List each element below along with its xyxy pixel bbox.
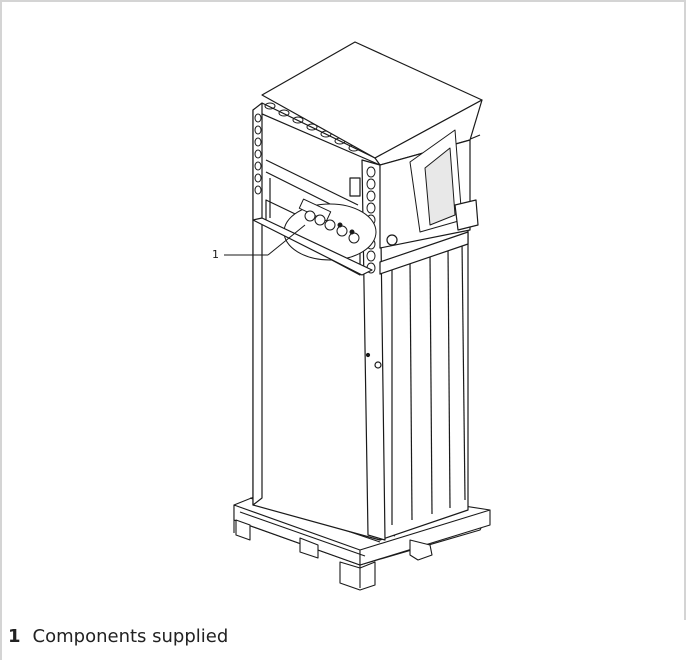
- figure-frame: [0, 0, 686, 620]
- figure-legend: 1 Components supplied: [8, 618, 228, 654]
- connection-fittings: [298, 198, 360, 244]
- heat-pump-unit-on-pallet-illustration: [224, 41, 491, 591]
- callout-1-leader: [224, 224, 306, 256]
- left-post-holes: [254, 113, 262, 195]
- legend-item-number: 1: [8, 625, 21, 647]
- top-module: [261, 41, 483, 249]
- frame-left-edge: [0, 600, 2, 660]
- legend-item-text: Components supplied: [32, 625, 229, 647]
- callout-number-1: 1: [212, 248, 219, 261]
